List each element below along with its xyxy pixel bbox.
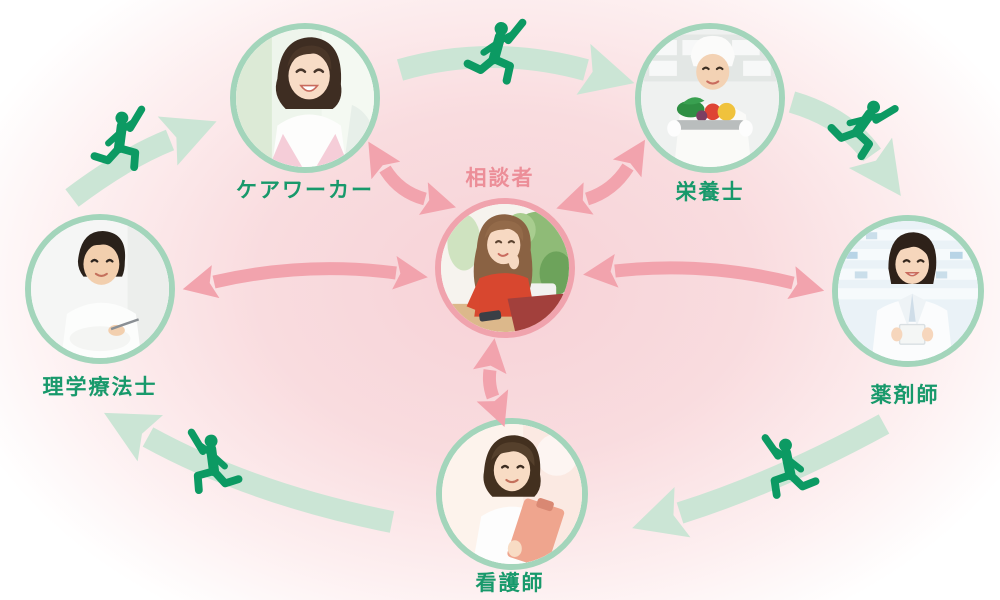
care-worker-photo	[230, 23, 380, 173]
physical-therapist-label: 理学療法士	[42, 375, 158, 399]
pharmacist-photo	[832, 215, 984, 367]
pharmacist-label: 薬剤師	[870, 383, 940, 407]
nutritionist-label: 栄養士	[675, 180, 745, 204]
care-worker-label: ケアワーカー	[236, 178, 374, 202]
cycle-arrow-nurse-to-pt	[104, 412, 395, 533]
consulter-photo	[435, 198, 575, 338]
nurse-photo	[436, 418, 588, 570]
nutritionist-photo	[635, 23, 785, 173]
physical-therapist-photo	[25, 214, 175, 364]
cycle-arrow-pt-to-careworker	[65, 116, 217, 207]
cycle-arrow-pharmacist-to-nurse	[632, 414, 890, 538]
nurse-label: 看護師	[475, 571, 545, 595]
consulter-label: 相談者	[465, 166, 535, 190]
